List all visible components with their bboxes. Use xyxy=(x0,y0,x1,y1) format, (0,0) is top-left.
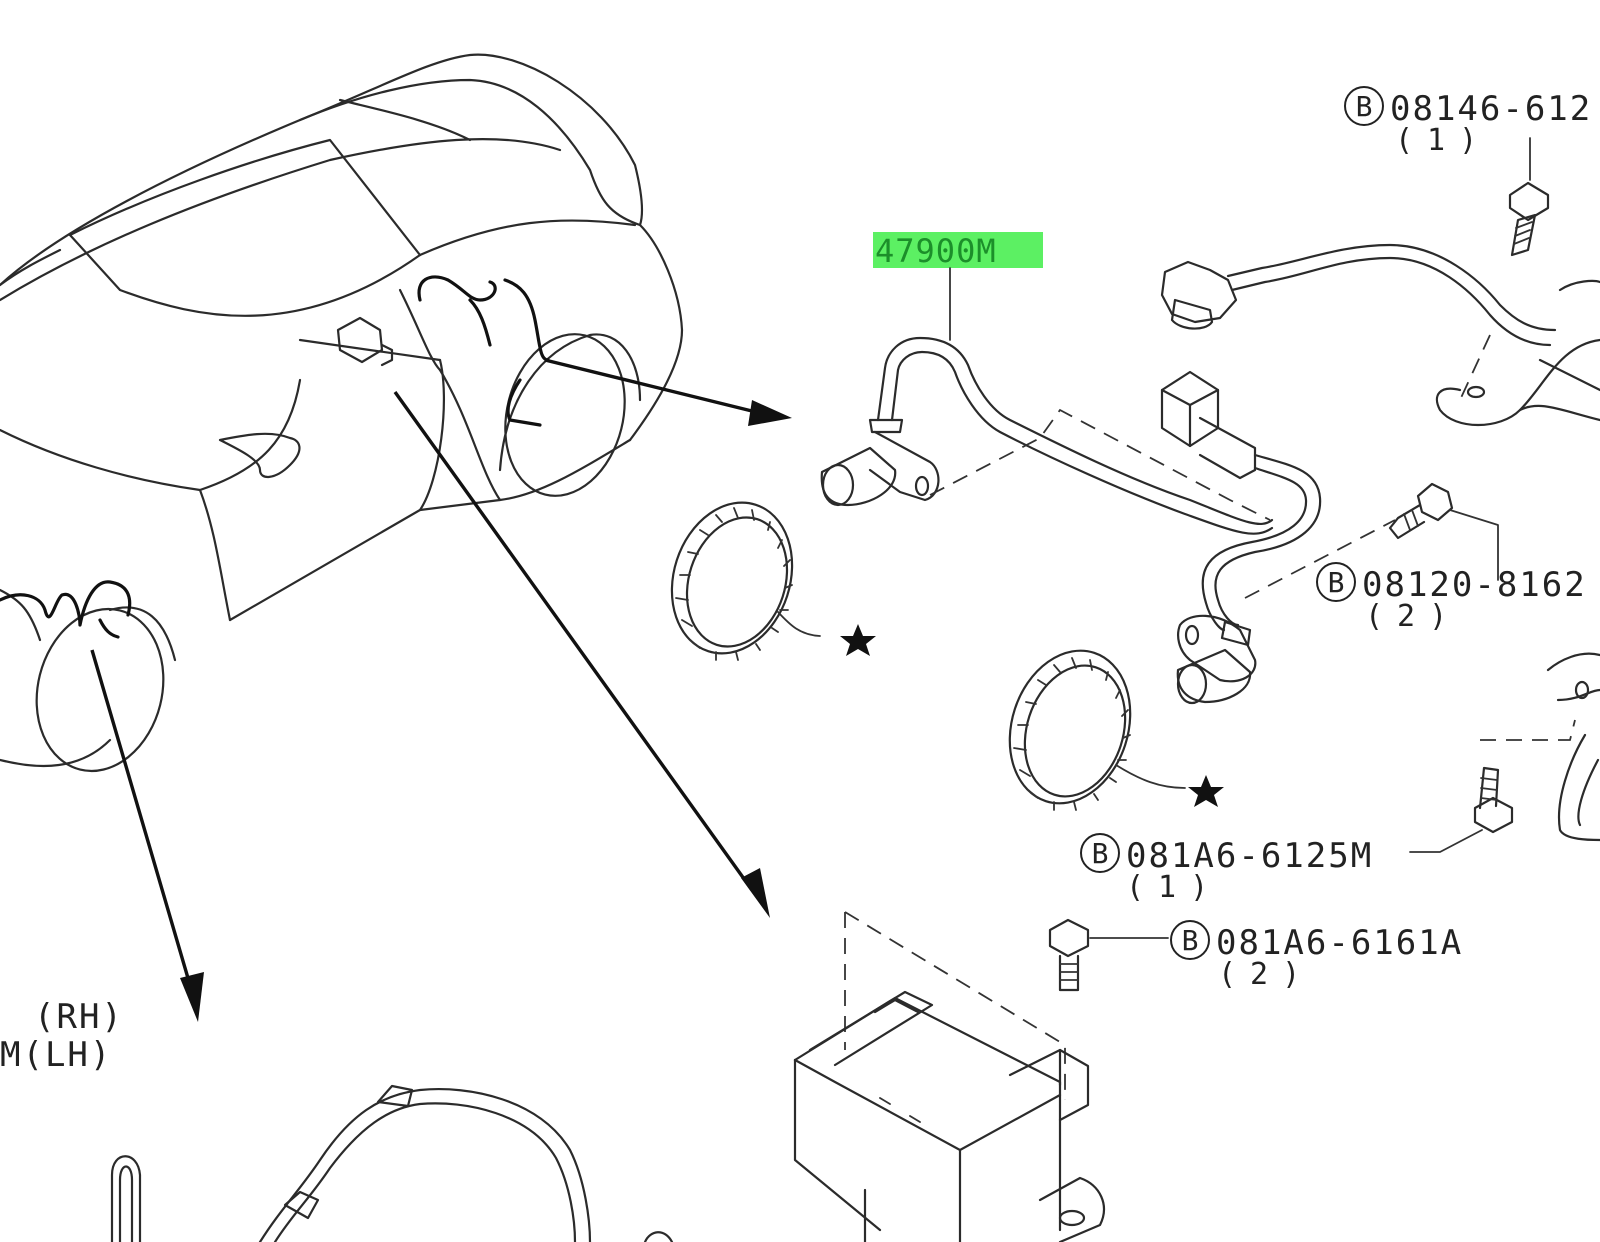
harness-connector xyxy=(1160,370,1322,632)
bolt-081a6-6125m xyxy=(1409,766,1514,853)
wheel-speed-sensor-front xyxy=(820,336,1274,535)
pointer-arrows xyxy=(90,358,792,1022)
circled-b-icon xyxy=(1080,833,1120,873)
callout-marker: B xyxy=(1182,924,1199,957)
callout-081a6-6161a[interactable]: B 081A6-6161A (2) xyxy=(1170,920,1463,992)
callout-quantity: (1) xyxy=(1126,870,1222,905)
circled-b-icon xyxy=(1344,86,1384,126)
callout-part-number: 08120-8162 xyxy=(1362,565,1587,605)
bolt-081a6-6161a xyxy=(1048,918,1169,992)
highlighted-part-label[interactable]: 47900M xyxy=(873,232,1043,270)
highlighted-part-number: 47900M xyxy=(875,232,997,270)
callout-quantity: (2) xyxy=(1365,599,1461,634)
callout-08120[interactable]: B 08120-8162 (2) xyxy=(1316,562,1587,634)
callout-quantity: (1) xyxy=(1395,123,1491,158)
dashed-leaders xyxy=(844,334,1576,1100)
callout-quantity: (2) xyxy=(1218,957,1314,992)
callout-part-number: 081A6-6125M xyxy=(1126,836,1373,876)
star-marker-icon-2 xyxy=(1188,775,1224,807)
callout-marker: B xyxy=(1092,837,1109,870)
callout-08146[interactable]: B 08146-612 (1) xyxy=(1344,86,1592,158)
bolt-08120 xyxy=(1388,482,1499,581)
callout-marker: B xyxy=(1356,90,1373,123)
tone-ring-lower xyxy=(1008,649,1224,811)
label-rh: (RH) xyxy=(34,997,124,1037)
body-wiring xyxy=(0,275,550,639)
lower-harness xyxy=(110,1084,674,1242)
right-bracket xyxy=(1546,652,1600,842)
vehicle-outline xyxy=(0,53,684,773)
upper-right-sensor-assembly xyxy=(1160,243,1600,427)
control-module xyxy=(793,990,1105,1242)
bolt-08146 xyxy=(1508,137,1550,257)
label-lh: M(LH) xyxy=(0,1035,112,1075)
callout-part-number: 08146-612 xyxy=(1390,89,1592,129)
callout-marker: B xyxy=(1328,566,1345,599)
callout-081a6-6125m[interactable]: B 081A6-6125M (1) xyxy=(1080,833,1373,905)
star-marker-icon xyxy=(840,624,876,656)
wheel-speed-sensor-rear xyxy=(1176,614,1257,705)
tone-ring-upper xyxy=(670,501,876,661)
circled-b-icon xyxy=(1316,562,1356,602)
side-labels: (RH) M(LH) xyxy=(0,997,124,1075)
callout-part-number: 081A6-6161A xyxy=(1216,923,1463,963)
circled-b-icon xyxy=(1170,920,1210,960)
